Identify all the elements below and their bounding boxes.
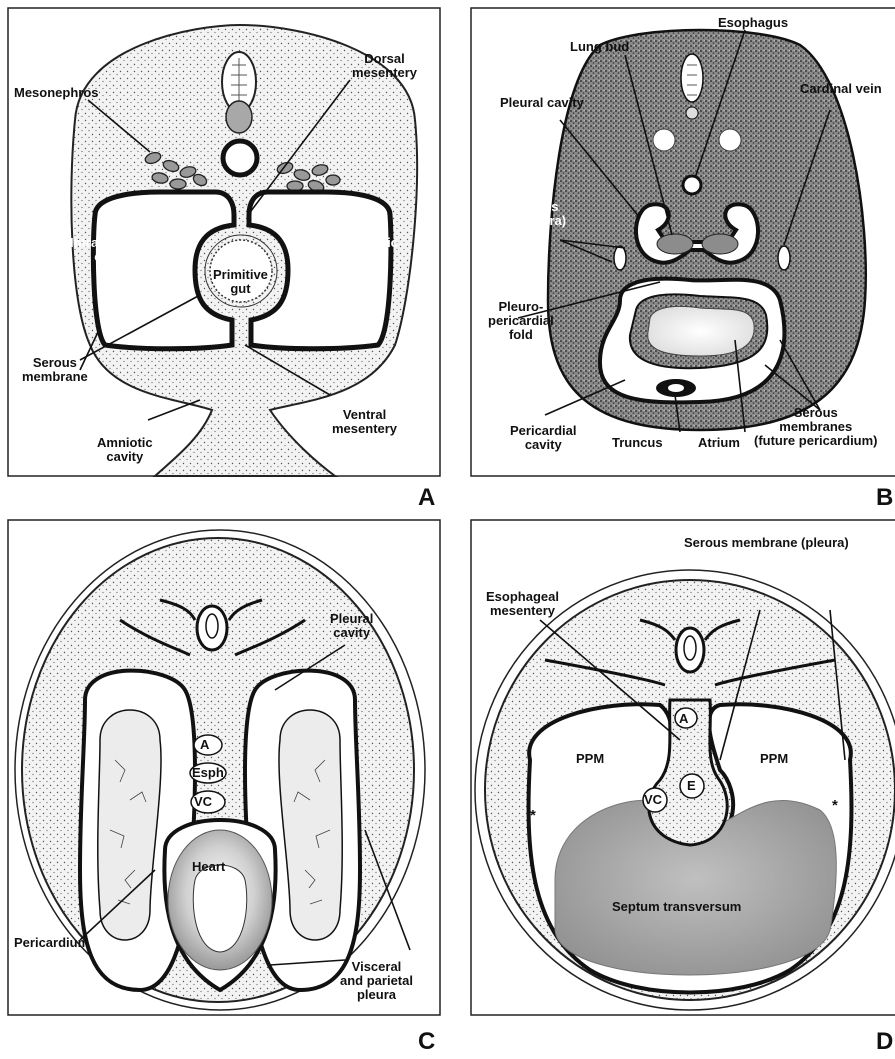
truncus-b-inner [668, 384, 684, 392]
label-pericardium-c: Pericardium [14, 936, 89, 950]
label-mesonephros: Mesonephros [14, 86, 99, 100]
label-atrium: Atrium [698, 436, 740, 450]
label-ppm-right: PPM [760, 752, 788, 766]
notochord-a [226, 101, 252, 133]
heart-chamber-c [193, 865, 246, 952]
asterisk-left: * [530, 808, 536, 824]
panel-letter-d: D [876, 1028, 893, 1056]
label-esophageal-mesentery: Esophageal mesentery [486, 590, 559, 618]
label-serous-membrane: Serous membrane [22, 356, 88, 384]
aorta-a [223, 141, 257, 175]
esophagus-b [683, 176, 701, 194]
label-visceral-parietal: Visceral and parietal pleura [340, 960, 413, 1002]
asterisk-right: * [832, 798, 838, 814]
lung-bud-left [657, 234, 693, 254]
lung-bud-right [702, 234, 738, 254]
label-vena-cava-d: VC [644, 793, 662, 807]
aorta-right-b [719, 129, 741, 151]
label-truncus: Truncus [612, 436, 663, 450]
label-heart-c: Heart [192, 860, 225, 874]
label-ppm-left: PPM [576, 752, 604, 766]
neural-canal-d [684, 636, 696, 660]
cardinal-vein-left [614, 246, 626, 270]
notochord-b [686, 107, 698, 119]
label-cardinal-vein: Cardinal vein [800, 82, 882, 96]
atrium-b [648, 306, 754, 356]
label-primitive-gut: Primitive gut [213, 268, 268, 296]
label-septum-transversum: Septum transversum [612, 900, 741, 914]
label-pleuropericardial-fold: Pleuro- pericardial fold [488, 300, 554, 342]
label-pleural-cavity-c: Pleural cavity [330, 612, 373, 640]
aorta-left-b [653, 129, 675, 151]
label-vena-cava-c: VC [194, 795, 212, 809]
label-lung-bud: Lung bud [570, 40, 629, 54]
label-dorsal-mesentery: Dorsal mesentery [352, 52, 417, 80]
label-serous-pleura-d: Serous membrane (pleura) [684, 536, 849, 550]
label-serous-pleura: Serous membranes (future pleura) [478, 186, 566, 228]
label-pleural-cavity: Pleural cavity [500, 96, 584, 110]
neural-canal-c [206, 614, 218, 638]
panel-letter-a: A [418, 484, 435, 512]
label-aorta-c: A [200, 738, 209, 752]
label-amniotic-cavity: Amniotic cavity [97, 436, 153, 464]
panel-letter-b: B [876, 484, 893, 512]
label-aorta-d: A [679, 712, 688, 726]
label-coelom-left: Intraembryonic coelom [70, 236, 164, 264]
label-pericardial-cavity: Pericardial cavity [510, 424, 577, 452]
cardinal-vein-right [778, 246, 790, 270]
label-ventral-mesentery: Ventral mesentery [332, 408, 397, 436]
label-esophagus: Esophagus [718, 16, 788, 30]
label-esophagus-d: E [687, 779, 696, 793]
panel-letter-c: C [418, 1028, 435, 1056]
label-coelom-right: Intraembryonic coelom [304, 236, 398, 264]
label-serous-pericardium: Serous membranes (future pericardium) [754, 406, 878, 448]
label-esophagus-c: Esph [192, 766, 224, 780]
